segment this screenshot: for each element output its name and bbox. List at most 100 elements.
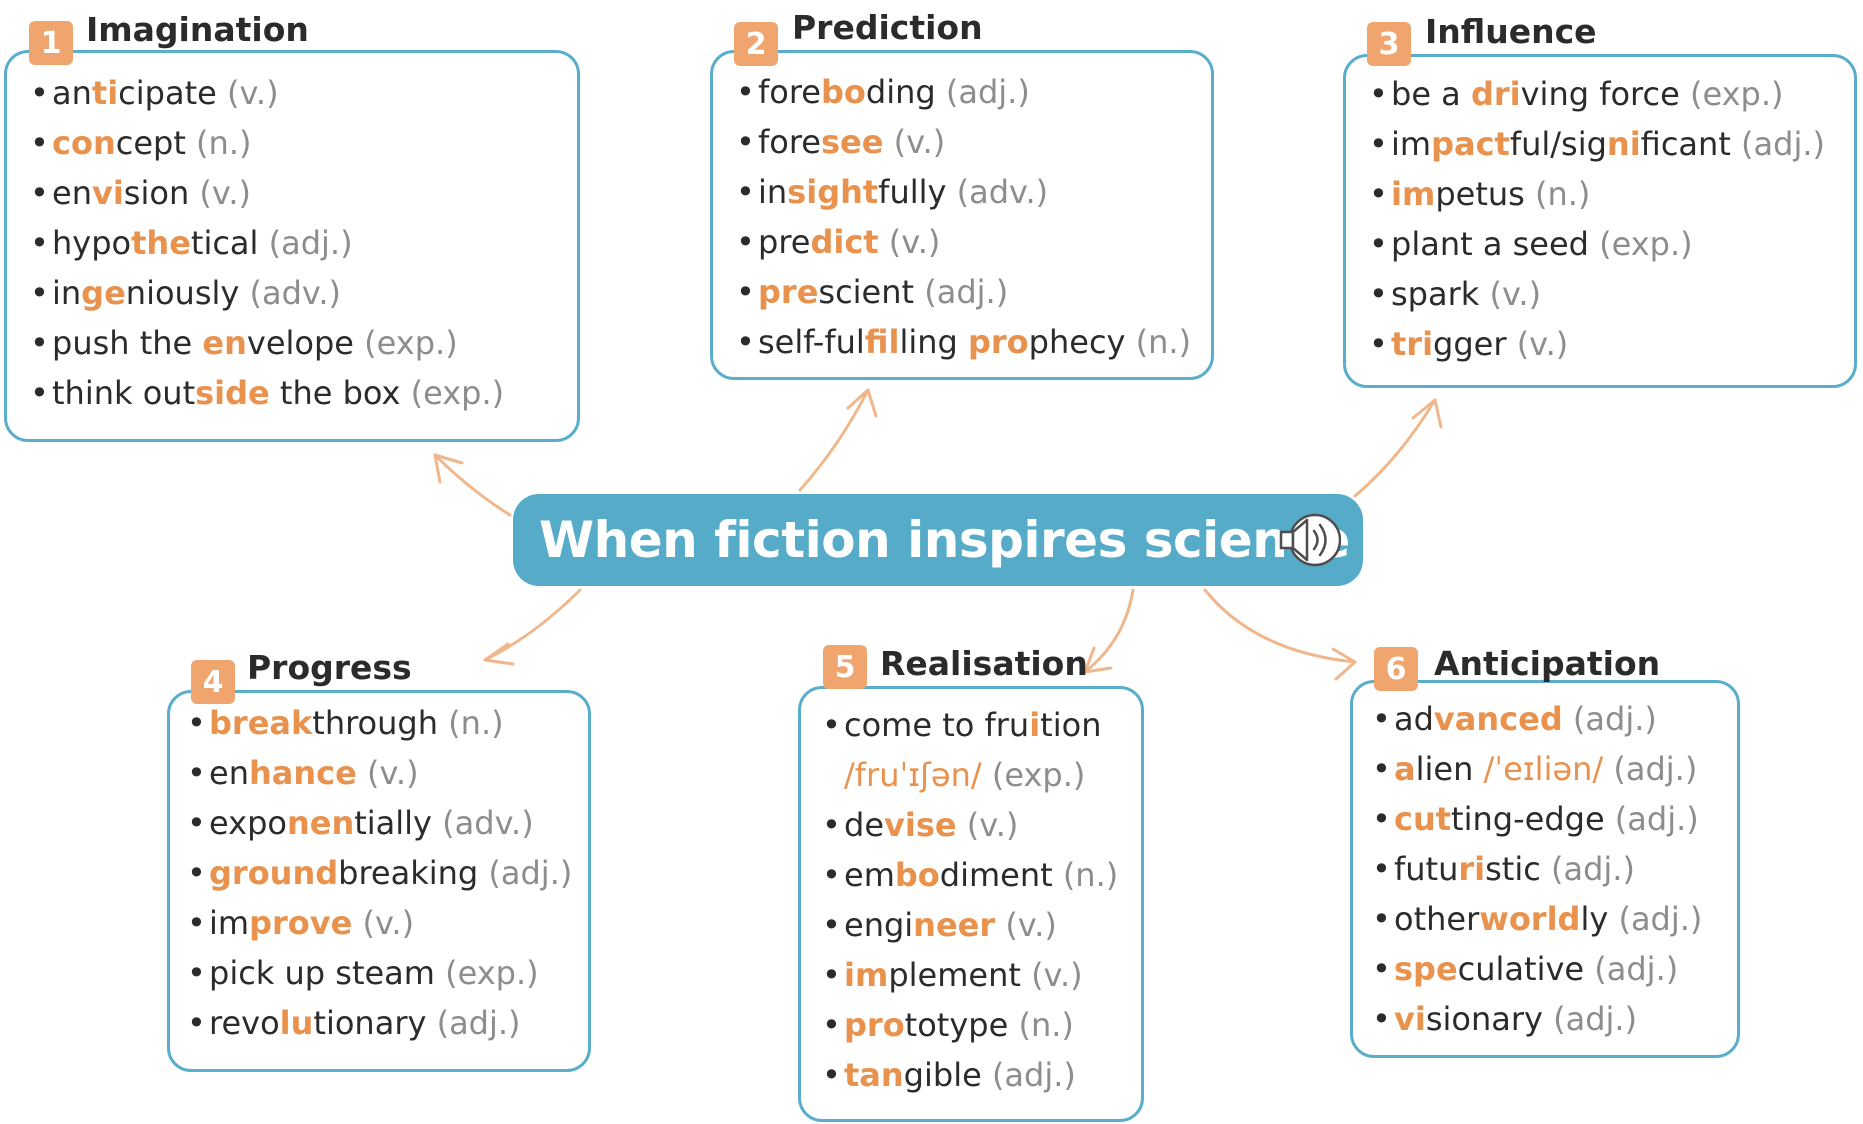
word-text: futu [1394,850,1459,888]
stressed-syllable: lu [279,1004,314,1042]
stressed-syllable: hance [248,754,357,792]
word-item: •impactful/significant (adj.) [1369,119,1825,169]
bullet-icon: • [1372,1000,1391,1038]
word-item: •push the envelope (exp.) [30,318,504,368]
word-list: •foreboding (adj.)•foresee (v.)•insightf… [736,67,1191,367]
group-influence: 3 Influence •be a driving force (exp.)•i… [1343,12,1861,392]
group-frame [710,50,1214,380]
bullet-icon: • [822,806,841,844]
bullet-icon: • [187,854,206,892]
stressed-syllable: pre [758,273,819,311]
part-of-speech: (n.) [1135,323,1192,361]
word-item: •foresee (v.) [736,117,1191,167]
stressed-syllable: a [1394,750,1416,788]
word-text [1603,750,1613,788]
stressed-syllable: cut [1394,800,1452,838]
group-title: Anticipation [1434,644,1661,683]
word-list: •be a driving force (exp.)•impactful/sig… [1369,69,1825,369]
word-item: •devise (v.) [822,800,1118,850]
bullet-icon: • [736,173,755,211]
pronunciation: /fruˈɪʃən/ [844,756,982,794]
part-of-speech: (adv.) [442,804,534,842]
part-of-speech: (adj.) [1613,750,1698,788]
word-text: velope [246,324,365,362]
word-text: ding [865,73,946,111]
word-text: engi [844,906,914,944]
bullet-icon: • [187,1004,206,1042]
word-text: phecy [1028,323,1136,361]
stressed-syllable: bo [894,856,940,894]
part-of-speech: (adj.) [1572,700,1657,738]
word-text: im [1391,125,1432,163]
word-item: •ingeniously (adv.) [30,268,504,318]
word-text: en [52,174,92,212]
arrow-to-realisation [1083,588,1135,674]
word-text: hypo [52,224,132,262]
word-text: tionary [313,1004,437,1042]
part-of-speech: (v.) [1489,275,1542,313]
bullet-icon: • [1369,125,1388,163]
word-text: ad [1394,700,1434,738]
bullet-icon: • [822,956,841,994]
speaker-icon[interactable] [1277,510,1341,570]
stressed-syllable: neer [913,906,996,944]
word-item: •visionary (adj.) [1372,994,1702,1044]
word-item: •otherworldly (adj.) [1372,894,1702,944]
group-frame [4,50,580,442]
word-text: tical [190,224,269,262]
word-text [1563,700,1573,738]
bullet-icon: • [187,754,206,792]
part-of-speech: (adj.) [1741,125,1825,163]
group-progress: 4 Progress •breakthrough (n.)•enhance (v… [167,648,595,1076]
word-text [883,123,893,161]
word-text: fully [878,173,957,211]
word-item: •revolutionary (adj.) [187,998,572,1048]
word-item: •alien /ˈeɪliən/ (adj.) [1372,744,1702,794]
word-text: ficant [1640,125,1742,163]
bullet-icon: • [30,124,49,162]
part-of-speech: (adj.) [945,73,1030,111]
word-item: •plant a seed (exp.) [1369,219,1825,269]
word-text: fore [758,123,821,161]
part-of-speech: (n.) [196,124,252,162]
word-text [357,754,367,792]
bullet-icon: • [736,223,755,261]
word-item: •implement (v.) [822,950,1118,1000]
bullet-icon: • [1369,75,1388,113]
stressed-syllable: bo [820,73,866,111]
word-text: sion [123,174,200,212]
stressed-syllable: tan [844,1056,904,1094]
stressed-syllable: ni [1606,125,1641,163]
stressed-syllable: ge [81,274,126,312]
stressed-syllable: con [52,124,116,162]
word-text: sionary [1425,1000,1554,1038]
bullet-icon: • [1369,175,1388,213]
part-of-speech: (v.) [199,174,251,212]
word-item: •speculative (adj.) [1372,944,1702,994]
stressed-syllable: sight [787,173,879,211]
bullet-icon: • [736,323,755,361]
word-text: scient [818,273,925,311]
arrow-to-prediction [798,388,878,492]
word-text: fore [758,73,821,111]
part-of-speech: (v.) [888,223,941,261]
group-number: 5 [823,645,867,689]
bullet-icon: • [822,906,841,944]
word-text: em [844,856,895,894]
stressed-syllable: spe [1394,950,1458,988]
word-list: •breakthrough (n.)•enhance (v.)•exponent… [187,698,572,1048]
bullet-icon: • [736,123,755,161]
word-item: •spark (v.) [1369,269,1825,319]
word-text: ting-edge [1451,800,1615,838]
stressed-syllable: nen [286,804,355,842]
part-of-speech: (adj.) [1551,850,1635,888]
word-text: im [209,904,250,942]
group-title: Prediction [792,8,983,47]
word-item: •think outside the box (exp.) [30,368,504,418]
bullet-icon: • [1369,275,1388,313]
group-number: 6 [1374,647,1418,691]
word-text: be a [1391,75,1471,113]
word-item: •improve (v.) [187,898,572,948]
word-item: •prescient (adj.) [736,267,1191,317]
